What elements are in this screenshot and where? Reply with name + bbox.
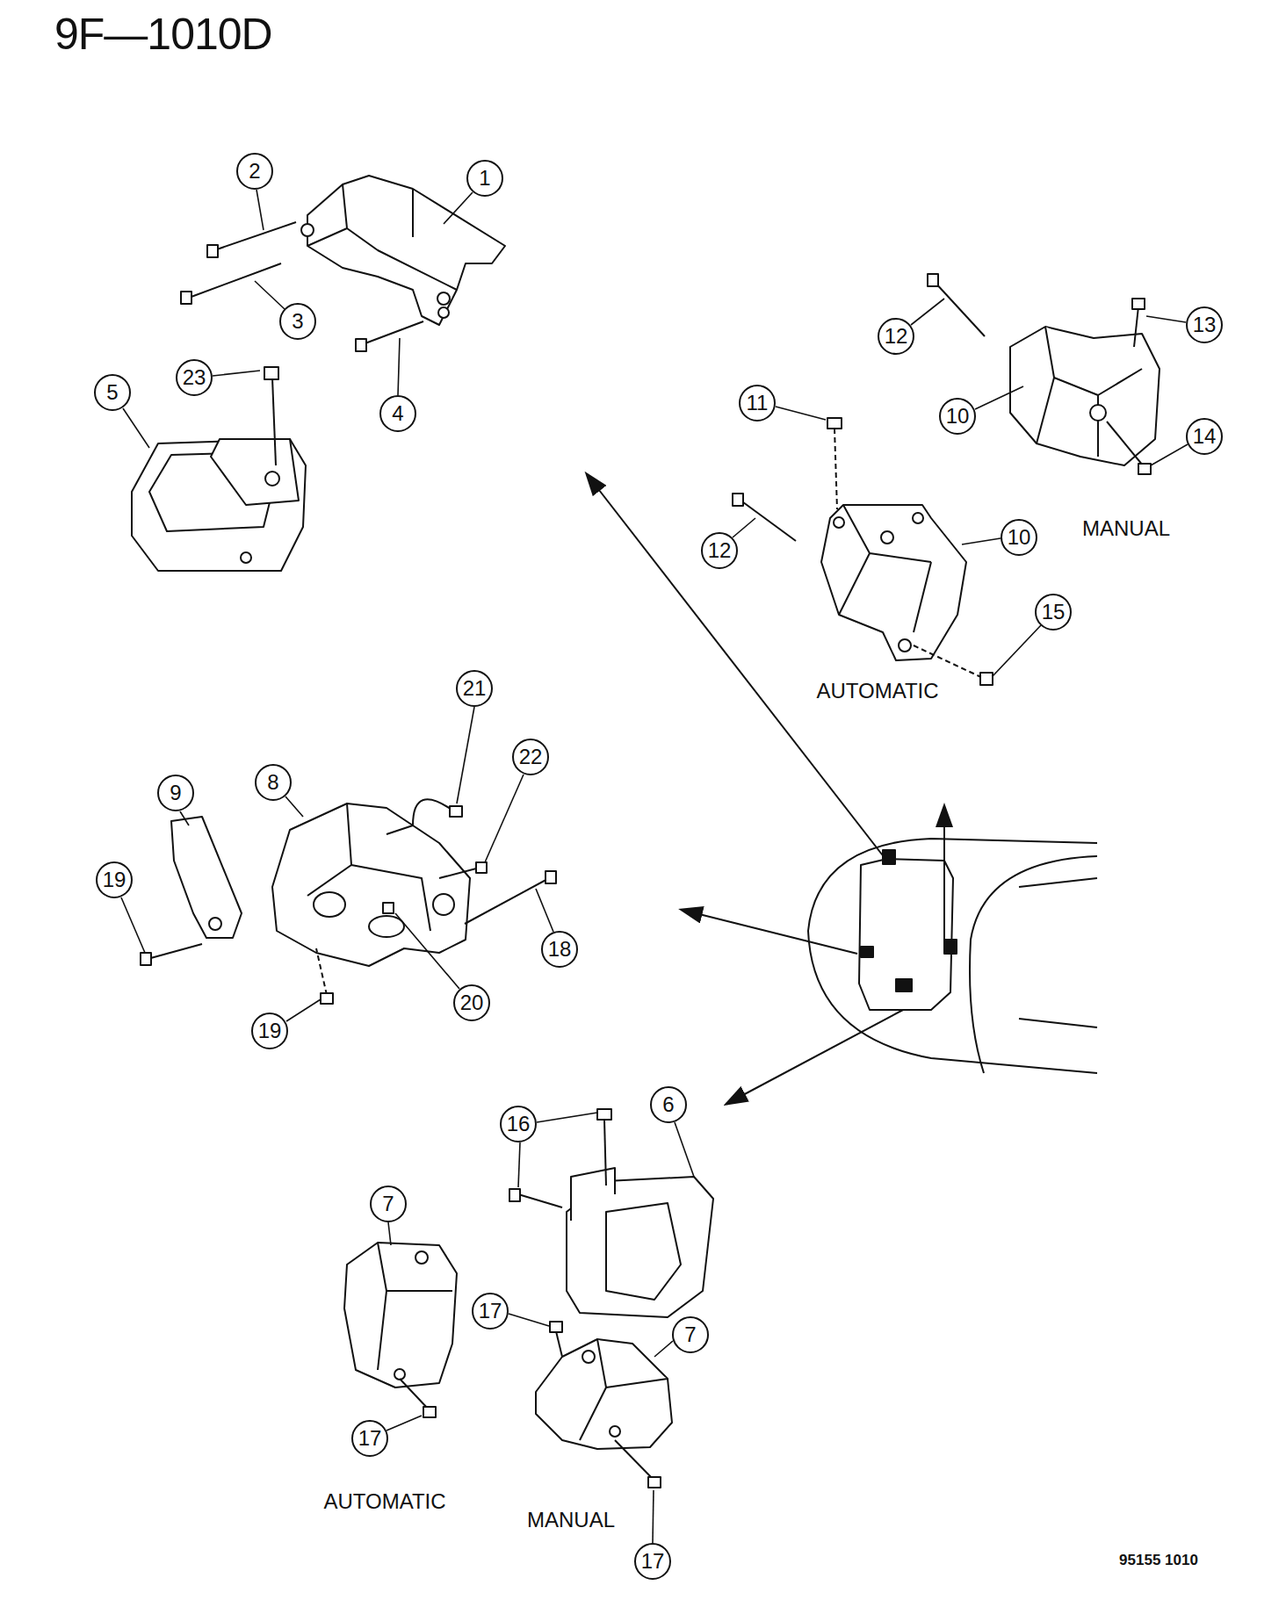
callout-number: 13 [1185,306,1223,344]
callout-number: 7 [671,1316,709,1354]
callout-number: 14 [1185,418,1223,456]
callout-number: 17 [471,1293,509,1330]
callout-number: 19 [251,1012,289,1050]
variant-label: MANUAL [525,1509,617,1532]
callout-number: 9 [157,774,195,812]
callout-number: 2 [236,152,274,190]
callout-number: 20 [453,984,491,1022]
callout-number: 22 [512,738,550,776]
callout-number: 12 [877,317,915,355]
variant-label: AUTOMATIC [321,1490,448,1514]
callout-number: 8 [254,764,292,802]
callout-number: 5 [93,374,131,412]
callout-number: 17 [351,1420,389,1458]
callout-number: 16 [499,1105,537,1143]
page-title: 9F—1010D [54,12,273,57]
drawing-number: 95155 1010 [1117,1552,1200,1569]
callout-number: 10 [939,397,976,435]
variant-label: AUTOMATIC [814,679,940,703]
callout-number: 11 [738,384,776,422]
variant-label: MANUAL [1080,517,1172,541]
callout-number: 21 [455,670,493,708]
callout-number: 17 [634,1543,672,1581]
callout-number: 1 [466,159,504,197]
callout-number: 7 [369,1185,407,1223]
callout-number: 19 [95,861,133,899]
callout-number: 12 [700,532,738,570]
callout-number: 4 [379,395,417,433]
callout-number: 15 [1034,593,1072,631]
callout-number: 3 [279,303,317,340]
callout-number: 23 [175,359,213,397]
callout-number: 6 [650,1086,687,1124]
callout-number: 10 [1000,519,1038,557]
callout-number: 18 [541,931,578,969]
